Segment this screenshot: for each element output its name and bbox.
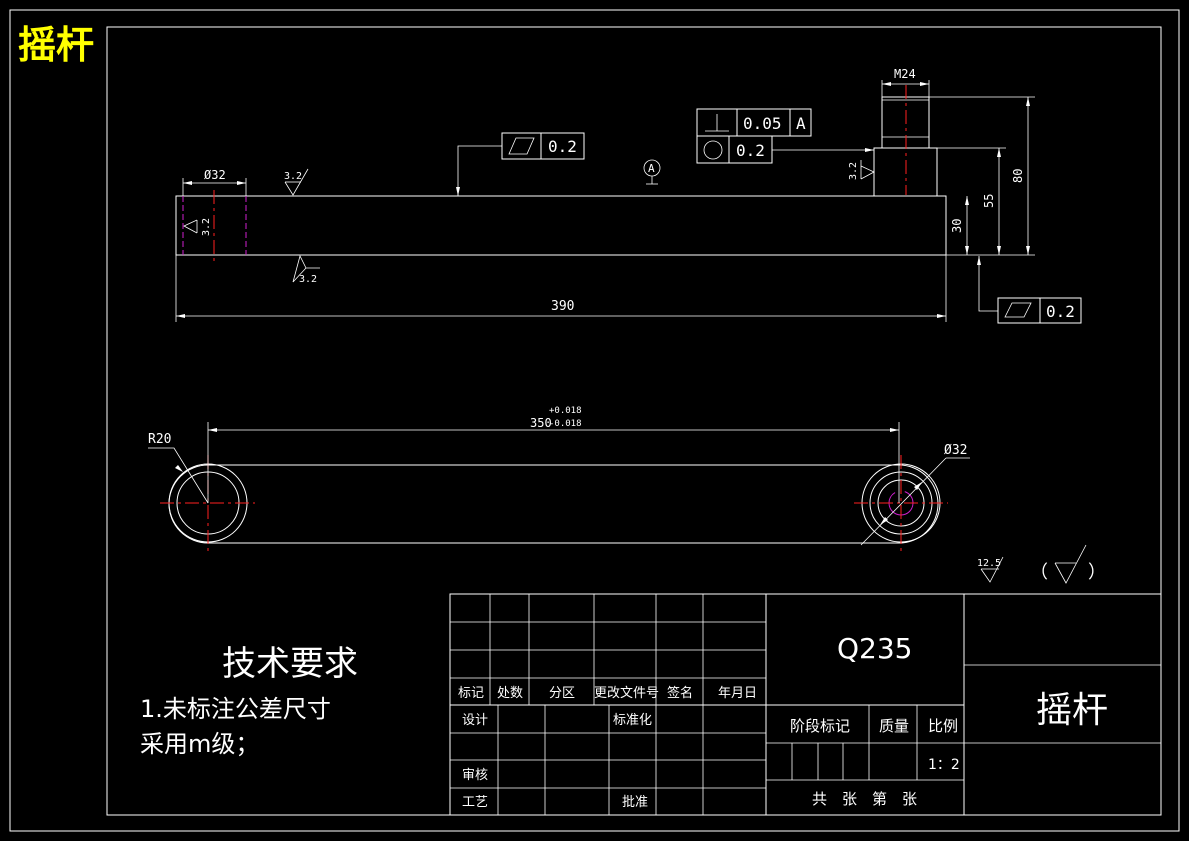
tb-header-zone: 分区 <box>549 686 575 701</box>
bar-body <box>175 195 947 256</box>
roughness-left: 3.2 <box>201 218 212 236</box>
tol-perp-value: 0.05 <box>743 114 782 133</box>
tb-design: 设计 <box>462 713 488 728</box>
outer-frame <box>9 9 1180 832</box>
tb-part-name: 摇杆 <box>1036 690 1108 731</box>
title-block: Q235 摇杆 标记 处数 分区 更改文件号 签名 年月日 设计 标准化 审核 … <box>449 593 1162 816</box>
tb-header-sign: 签名 <box>667 685 693 701</box>
dim-tol-lower: -0.018 <box>549 419 582 429</box>
top-view: 350 +0.018 -0.018 R20 Ø32 <box>148 406 970 552</box>
tb-material: Q235 <box>837 632 912 665</box>
tb-weight: 质量 <box>879 717 909 735</box>
tb-sheets: 共 张 第 张 <box>812 790 917 808</box>
tol-round-value: 0.2 <box>736 141 765 160</box>
tb-header-date: 年月日 <box>718 686 757 701</box>
roughness-bottom: 3.2 <box>299 274 317 285</box>
tb-approve: 批准 <box>622 795 648 810</box>
tb-process: 工艺 <box>462 795 488 810</box>
dim-center-distance: 350 <box>530 416 552 430</box>
tol-flatness-top: 0.2 <box>548 137 577 156</box>
dim-diameter-left: Ø32 <box>204 168 226 182</box>
dim-tol-upper: +0.018 <box>549 406 582 416</box>
tb-scale-value: 1：2 <box>928 757 960 773</box>
datum-a-label: A <box>648 162 655 175</box>
tb-header-change-doc: 更改文件号 <box>594 686 659 701</box>
dim-80: 80 <box>1011 169 1025 183</box>
dim-diameter-right: Ø32 <box>944 443 967 458</box>
tb-header-mark: 标记 <box>458 686 484 701</box>
dim-radius: R20 <box>148 432 171 447</box>
corner-title: 摇杆 <box>18 22 94 67</box>
tb-stage-mark: 阶段标记 <box>790 717 850 735</box>
roughness-paren-close: ） <box>1088 562 1106 583</box>
tech-req-line1: 1.未标注公差尺寸 <box>140 695 331 723</box>
tb-scale-label: 比例 <box>928 717 958 735</box>
tech-req-heading: 技术要求 <box>222 644 358 684</box>
dim-thread: M24 <box>894 67 916 81</box>
dim-length: 390 <box>551 299 574 314</box>
tb-standardization: 标准化 <box>613 713 652 728</box>
dim-30: 30 <box>950 219 964 233</box>
tech-req-line2: 采用m级； <box>140 730 259 758</box>
tol-perp-datum: A <box>796 114 806 133</box>
tol-round-frame <box>696 135 773 164</box>
tol-flatness-bottom: 0.2 <box>1046 302 1075 321</box>
roughness-top: 3.2 <box>284 171 302 182</box>
dim-55: 55 <box>982 194 996 208</box>
roughness-paren-open: （ <box>1030 562 1048 583</box>
roughness-general-value: 12.5 <box>977 558 1001 569</box>
tb-review: 审核 <box>462 768 488 783</box>
tb-header-count: 处数 <box>497 686 523 701</box>
front-view: Ø32 3.2 3.2 3.2 3.2 0.2 A <box>175 67 1082 324</box>
tol-flatness-top-frame <box>501 132 585 160</box>
general-roughness: 12.5 （ ） <box>977 544 1106 584</box>
roughness-boss: 3.2 <box>848 162 859 180</box>
